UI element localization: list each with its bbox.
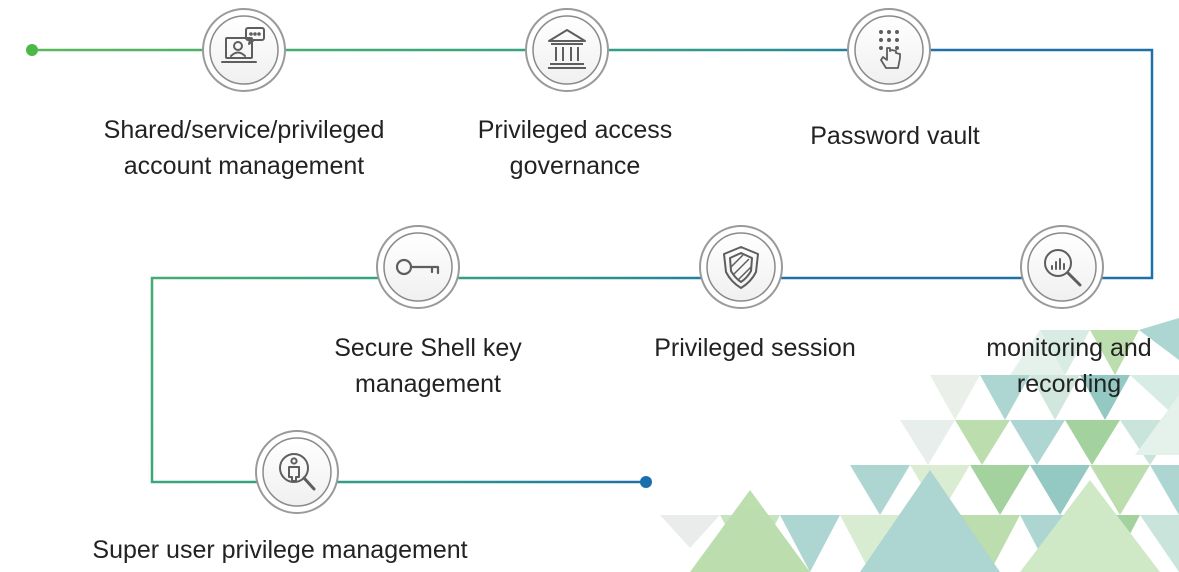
- step-node-privileged-access-governance: [525, 8, 609, 92]
- step-label-monitoring-recording: monitoring and recording: [960, 330, 1178, 402]
- step-label-super-user-privilege-mgmt: Super user privilege management: [80, 532, 480, 568]
- chart-magnifier-icon: [1044, 249, 1082, 287]
- bank-building-icon: [548, 29, 586, 69]
- step-label-line: Shared/service/privileged: [103, 116, 385, 144]
- step-node-password-vault: [847, 8, 931, 92]
- shield-icon: [723, 246, 759, 289]
- person-magnifier-icon: [279, 453, 316, 491]
- step-label-privileged-session: Privileged session: [620, 330, 890, 366]
- step-label-line: management: [355, 370, 501, 398]
- step-label-line: account management: [123, 152, 365, 180]
- step-label-line: governance: [509, 152, 641, 180]
- step-label-line: Password vault: [810, 122, 980, 150]
- step-label-line: Privileged access: [477, 116, 673, 144]
- step-label-line: Secure Shell key: [334, 334, 522, 362]
- step-label-password-vault: Password vault: [760, 118, 1030, 154]
- step-label-line: monitoring and: [986, 334, 1152, 362]
- step-node-super-user-privilege-mgmt: [255, 430, 339, 514]
- step-node-monitoring-recording: [1020, 225, 1104, 309]
- path-end-dot: [640, 476, 652, 488]
- user-chat-laptop-icon: [221, 27, 265, 63]
- step-label-line: recording: [1016, 370, 1122, 398]
- step-label-shared-account-mgmt: Shared/service/privileged account manage…: [84, 112, 404, 184]
- step-label-line: Super user privilege management: [92, 536, 468, 564]
- path-start-dot: [26, 44, 38, 56]
- step-node-privileged-session: [699, 225, 783, 309]
- key-icon: [395, 258, 440, 276]
- step-label-privileged-access-governance: Privileged access governance: [440, 112, 710, 184]
- step-label-ssh-key-mgmt: Secure Shell key management: [290, 330, 566, 402]
- keypad-touch-icon: [879, 30, 901, 69]
- step-label-line: Privileged session: [654, 334, 856, 362]
- step-node-ssh-key-mgmt: [376, 225, 460, 309]
- step-node-shared-account-mgmt: [202, 8, 286, 92]
- triangle-mosaic-decoration: [660, 318, 1179, 572]
- process-path-line: [32, 48, 1154, 484]
